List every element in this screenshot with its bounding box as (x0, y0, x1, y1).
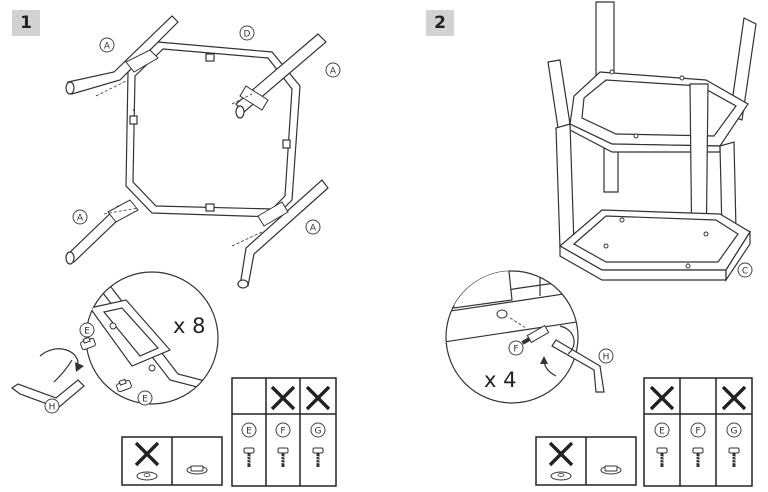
detail-callout-e-1: E (79, 322, 95, 338)
svg-text:H: H (603, 353, 610, 363)
svg-text:E: E (84, 327, 90, 337)
step-1-frame (125, 41, 301, 218)
svg-text:D: D (244, 30, 251, 40)
svg-text:G: G (315, 427, 322, 437)
detail-callout-h-2: H (598, 348, 614, 364)
step-1-quantity: x 8 (173, 314, 205, 338)
svg-text:F: F (513, 345, 518, 355)
part-g-label-2: G (726, 422, 742, 438)
step-1-number: 1 (12, 10, 40, 36)
svg-text:A: A (310, 224, 317, 234)
step-1-hex-key: H (10, 348, 85, 414)
part-e-label-2: E (654, 422, 670, 438)
svg-text:A: A (77, 214, 84, 224)
step-2-number: 2 (426, 10, 454, 36)
callout-a-4: A (305, 219, 321, 235)
step-2-screws-marks (603, 69, 709, 269)
callout-d: D (239, 25, 255, 41)
svg-text:G: G (731, 427, 738, 437)
step-1-screw-guides (95, 79, 263, 247)
step-2-parts-marks: E F G (649, 385, 747, 469)
step-1-detail: x 8 E E (78, 271, 219, 406)
step-1-legs (65, 15, 329, 289)
svg-text:A: A (330, 67, 337, 77)
step-1-callouts: A D A A A (72, 25, 341, 235)
callout-a-1: A (99, 37, 115, 53)
svg-text:F: F (280, 427, 285, 437)
step-2-quantity: x 4 (484, 368, 516, 392)
step-2-table-assembly (547, 1, 757, 282)
svg-text:F: F (695, 427, 700, 437)
svg-text:C: C (742, 267, 748, 277)
part-f-label-2: F (690, 422, 706, 438)
svg-text:E: E (246, 427, 252, 437)
part-e-label: E (241, 422, 257, 438)
step-1-parts-marks: E F G (241, 385, 331, 469)
step-2-hex-key: H (540, 325, 614, 393)
step-1-brackets (107, 49, 289, 227)
svg-text:H: H (49, 403, 56, 413)
detail-callout-h-1: H (44, 398, 60, 414)
svg-text:A: A (104, 42, 111, 52)
step-2-detail: x 4 F (445, 270, 579, 404)
part-g-label: G (310, 422, 326, 438)
callout-c: C (737, 262, 753, 278)
part-f-label: F (275, 422, 291, 438)
callout-a-3: A (72, 209, 88, 225)
detail-callout-f: F (508, 340, 524, 356)
detail-callout-e-2: E (137, 390, 153, 406)
callout-a-2: A (325, 62, 341, 78)
svg-text:E: E (659, 427, 665, 437)
svg-text:E: E (142, 395, 148, 405)
